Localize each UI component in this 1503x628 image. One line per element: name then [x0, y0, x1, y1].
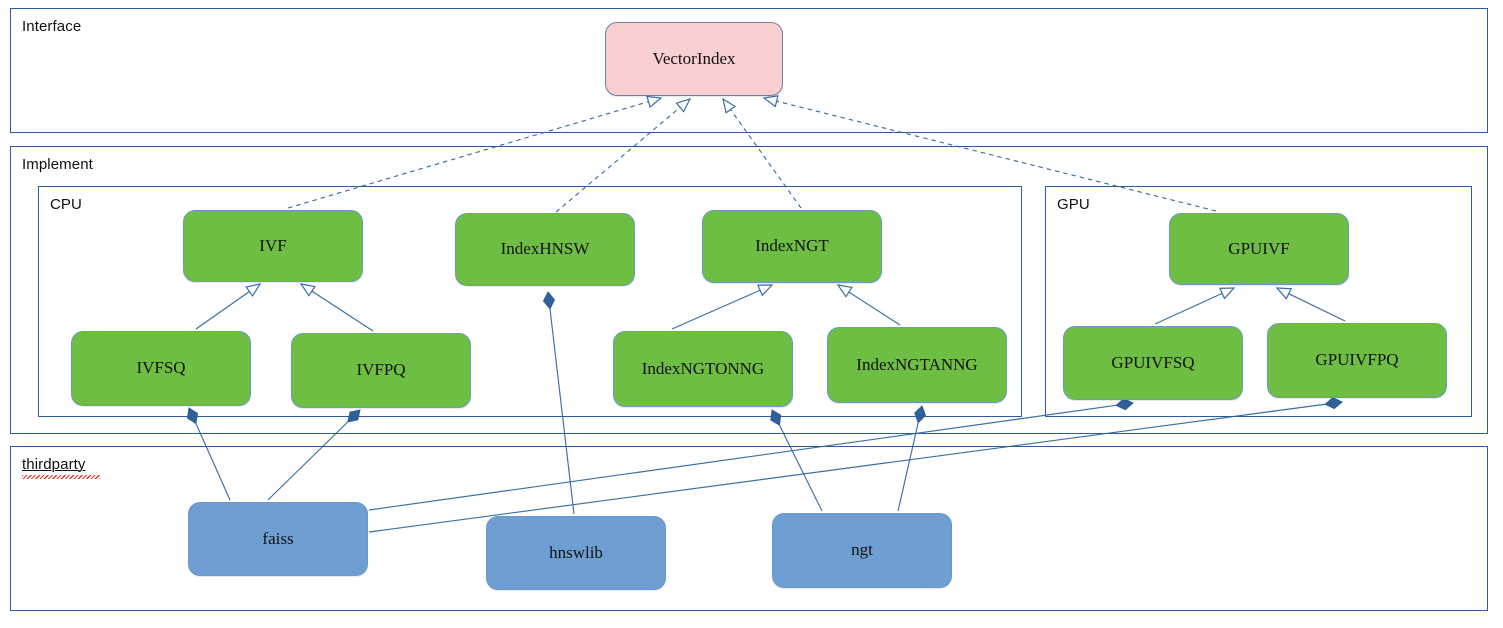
node-label-gpuivfpq: GPUIVFPQ — [1315, 350, 1399, 370]
node-hnswlib[interactable]: hnswlib — [486, 516, 666, 590]
node-indexngtanng[interactable]: IndexNGTANNG — [827, 327, 1007, 403]
node-label-faiss: faiss — [262, 528, 294, 548]
node-label-ivfpq: IVFPQ — [356, 360, 406, 380]
node-label-gpuivf: GPUIVF — [1228, 238, 1290, 258]
container-thirdparty — [10, 446, 1488, 611]
container-label-cpu: CPU — [50, 196, 82, 213]
node-indexngt[interactable]: IndexNGT — [702, 210, 882, 283]
node-label-hnswlib: hnswlib — [549, 542, 603, 562]
node-label-vectorindex: VectorIndex — [652, 48, 736, 68]
container-label-implement: Implement — [22, 156, 93, 173]
node-gpuivfpq[interactable]: GPUIVFPQ — [1267, 323, 1447, 398]
container-cpu — [38, 186, 1022, 417]
node-label-ivf: IVF — [259, 235, 287, 255]
node-label-gpuivfsq: GPUIVFSQ — [1111, 352, 1195, 372]
node-label-indexngtonng: IndexNGTONNG — [641, 358, 765, 378]
node-gpuivf[interactable]: GPUIVF — [1169, 213, 1349, 285]
node-indexhnsw[interactable]: IndexHNSW — [455, 213, 635, 286]
node-gpuivfsq[interactable]: GPUIVFSQ — [1063, 326, 1243, 400]
node-label-ngt: ngt — [851, 540, 873, 560]
node-ivfsq[interactable]: IVFSQ — [71, 331, 251, 406]
container-label-gpu: GPU — [1057, 196, 1090, 213]
node-label-indexngtanng: IndexNGTANNG — [856, 354, 978, 374]
spellcheck-squiggle-icon — [22, 475, 100, 479]
node-faiss[interactable]: faiss — [188, 502, 368, 576]
node-vectorindex[interactable]: VectorIndex — [605, 22, 783, 96]
node-ivf[interactable]: IVF — [183, 210, 363, 282]
node-label-indexhnsw: IndexHNSW — [500, 239, 590, 259]
node-ivfpq[interactable]: IVFPQ — [291, 333, 471, 408]
container-interface — [10, 8, 1488, 133]
node-ngt[interactable]: ngt — [772, 513, 952, 588]
container-label-thirdparty: thirdparty — [22, 456, 86, 473]
container-implement — [10, 146, 1488, 434]
container-gpu — [1045, 186, 1472, 417]
node-label-indexngt: IndexNGT — [755, 236, 829, 256]
node-indexngtonng[interactable]: IndexNGTONNG — [613, 331, 793, 407]
container-label-interface: Interface — [22, 18, 82, 35]
node-label-ivfsq: IVFSQ — [136, 358, 186, 378]
